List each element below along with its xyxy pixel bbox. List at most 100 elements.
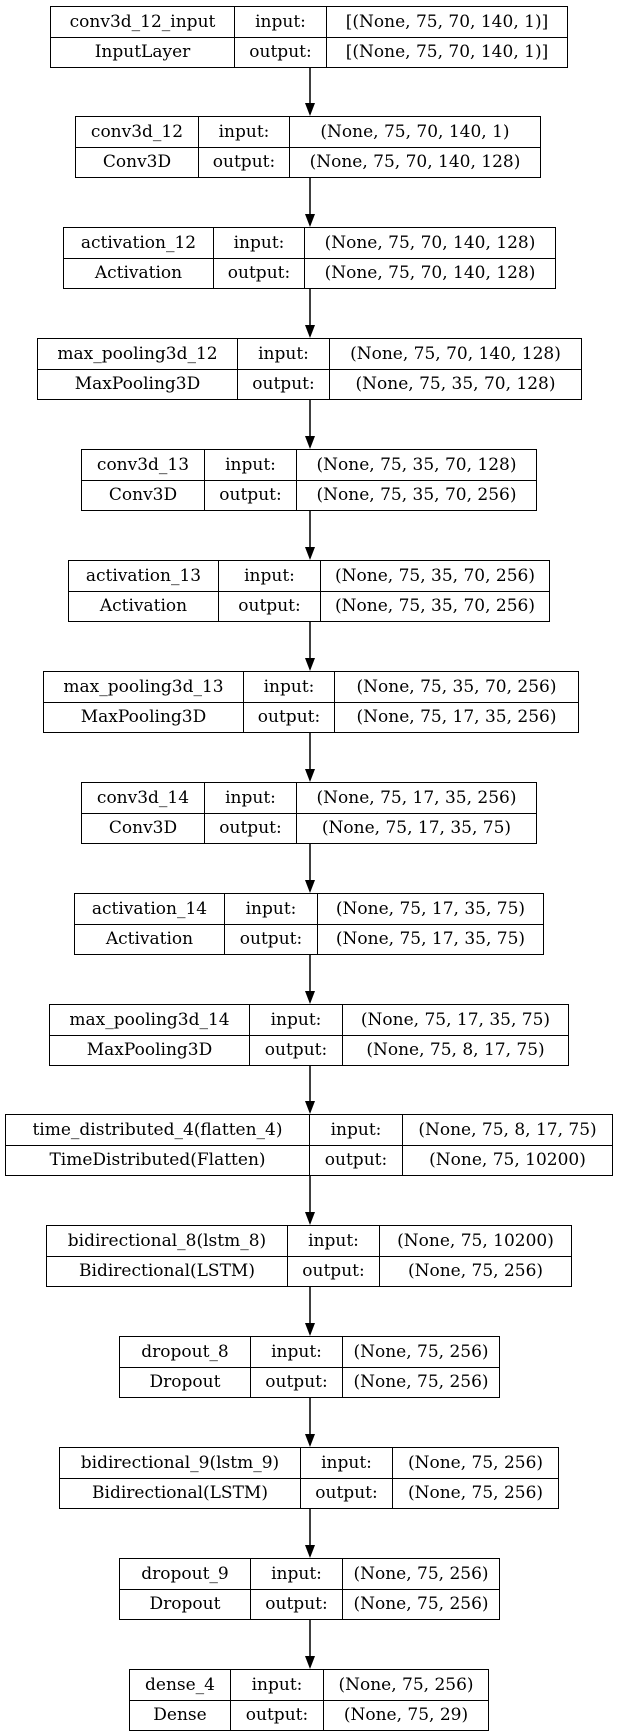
output-label: output: bbox=[244, 701, 334, 733]
output-shape: (None, 75, 29) bbox=[324, 1699, 488, 1731]
output-shape: (None, 75, 35, 70, 256) bbox=[321, 590, 549, 622]
layer-name: activation_13 bbox=[85, 565, 202, 586]
output-label: output: bbox=[219, 590, 320, 622]
layer-name: bidirectional_9(lstm_9) bbox=[80, 1452, 280, 1473]
edge-arrowhead bbox=[305, 658, 315, 671]
input-shape: (None, 75, 8, 17, 75) bbox=[418, 1119, 597, 1140]
output-label: output: bbox=[288, 1255, 379, 1287]
shape-column: (None, 75, 70, 140, 128)(None, 75, 70, 1… bbox=[305, 228, 555, 288]
output-label: output: bbox=[251, 1588, 342, 1620]
layer-name: bidirectional_8(lstm_8) bbox=[67, 1230, 267, 1251]
input-shape: (None, 75, 35, 70, 256) bbox=[356, 676, 557, 697]
layer-type: Conv3D bbox=[76, 146, 198, 178]
output-label: output: bbox=[199, 146, 289, 178]
output-shape: (None, 75, 35, 70, 256) bbox=[297, 479, 536, 511]
edge-arrowhead bbox=[305, 1656, 315, 1669]
layer-type: Dense bbox=[130, 1699, 230, 1731]
output-shape: (None, 75, 70, 140, 128) bbox=[305, 257, 555, 289]
io-label-column: input:output: bbox=[251, 1559, 343, 1619]
input-label: input: bbox=[263, 676, 315, 697]
io-label-column: input:output: bbox=[205, 783, 297, 843]
edge-arrowhead bbox=[305, 436, 315, 449]
shape-column: (None, 75, 17, 35, 75)(None, 75, 8, 17, … bbox=[343, 1005, 568, 1065]
io-label-column: input:output: bbox=[288, 1226, 380, 1286]
output-label: output: bbox=[205, 479, 296, 511]
layer-name: activation_12 bbox=[80, 232, 197, 253]
layer-type: Conv3D bbox=[82, 812, 204, 844]
output-shape: (None, 75, 17, 35, 75) bbox=[318, 923, 543, 955]
input-label: input: bbox=[251, 1674, 303, 1695]
output-shape: (None, 75, 256) bbox=[393, 1477, 558, 1509]
layer-type: InputLayer bbox=[51, 36, 234, 68]
shape-column: (None, 75, 35, 70, 256) (None, 75, 35, 70… bbox=[321, 561, 549, 621]
output-label: output: bbox=[251, 1366, 342, 1398]
edge-arrowhead bbox=[305, 214, 315, 227]
input-shape: [(None, 75, 70, 140, 1)] bbox=[345, 11, 549, 32]
layer-name: max_pooling3d_14 bbox=[69, 1009, 230, 1030]
io-label-column: input:output: bbox=[231, 1670, 324, 1730]
io-label-column: input:output: bbox=[235, 7, 327, 67]
layer-type: Activation bbox=[69, 590, 218, 622]
input-label: input: bbox=[225, 454, 276, 475]
input-shape: (None, 75, 10200) bbox=[397, 1230, 554, 1251]
input-label: input: bbox=[245, 898, 297, 919]
shape-column: (None, 75, 256) (None, 75, 29) bbox=[324, 1670, 488, 1730]
input-label: input: bbox=[270, 1009, 322, 1030]
layer-name: max_pooling3d_12 bbox=[57, 343, 218, 364]
layer-name-column: time_distributed_4(flatten_4)TimeDistrib… bbox=[6, 1115, 310, 1175]
edge-arrowhead bbox=[305, 1212, 315, 1225]
edge-arrowhead bbox=[305, 103, 315, 116]
shape-column: (None, 75, 35, 70, 256)(None, 75, 17, 35… bbox=[335, 672, 578, 732]
layer-node: bidirectional_9(lstm_9)Bidirectional(LST… bbox=[59, 1447, 559, 1509]
input-shape: (None, 75, 35, 70, 256) bbox=[335, 565, 535, 586]
output-shape: (None, 75, 256) bbox=[380, 1255, 571, 1287]
layer-name: dense_4 bbox=[145, 1674, 215, 1695]
layer-name: dropout_9 bbox=[141, 1563, 229, 1584]
shape-column: (None, 75, 256)(None, 75, 256) bbox=[343, 1559, 499, 1619]
edge-arrowhead bbox=[305, 880, 315, 893]
shape-column: (None, 75, 256)(None, 75, 256) bbox=[393, 1448, 558, 1508]
output-shape: (None, 75, 256) bbox=[343, 1366, 499, 1398]
shape-column: [(None, 75, 70, 140, 1)][(None, 75, 70, … bbox=[327, 7, 567, 67]
layer-type: Dropout bbox=[120, 1366, 250, 1398]
layer-name-column: bidirectional_9(lstm_9)Bidirectional(LST… bbox=[60, 1448, 301, 1508]
shape-column: (None, 75, 10200) (None, 75, 256) bbox=[380, 1226, 571, 1286]
input-label: input: bbox=[218, 121, 270, 142]
layer-name: conv3d_12 bbox=[90, 121, 184, 142]
io-label-column: input: output: bbox=[250, 1005, 343, 1065]
layer-type: MaxPooling3D bbox=[50, 1034, 249, 1066]
input-shape: (None, 75, 17, 35, 256) bbox=[316, 787, 517, 808]
output-label: output: bbox=[250, 1034, 342, 1066]
shape-column: (None, 75, 17, 35, 75)(None, 75, 17, 35,… bbox=[318, 894, 543, 954]
layer-type: Activation bbox=[75, 923, 224, 955]
shape-column: (None, 75, 8, 17, 75)(None, 75, 10200) bbox=[403, 1115, 612, 1175]
io-label-column: input:output: bbox=[238, 339, 330, 399]
input-label: input: bbox=[321, 1452, 372, 1473]
input-label: input: bbox=[244, 565, 295, 586]
layer-node: time_distributed_4(flatten_4)TimeDistrib… bbox=[5, 1114, 613, 1176]
edge-arrowhead bbox=[305, 1101, 315, 1114]
shape-column: (None, 75, 17, 35, 256)(None, 75, 17, 35… bbox=[297, 783, 536, 843]
layer-name: conv3d_12_input bbox=[69, 11, 216, 32]
output-label: output: bbox=[301, 1477, 392, 1509]
input-shape: (None, 75, 70, 140, 1) bbox=[320, 121, 510, 142]
io-label-column: input:output: bbox=[251, 1337, 343, 1397]
shape-column: (None, 75, 256)(None, 75, 256) bbox=[343, 1337, 499, 1397]
edge-arrowhead bbox=[305, 1434, 315, 1447]
layer-name: activation_14 bbox=[91, 898, 208, 919]
input-shape: (None, 75, 256) bbox=[338, 1674, 474, 1695]
output-shape: (None, 75, 8, 17, 75) bbox=[343, 1034, 568, 1066]
